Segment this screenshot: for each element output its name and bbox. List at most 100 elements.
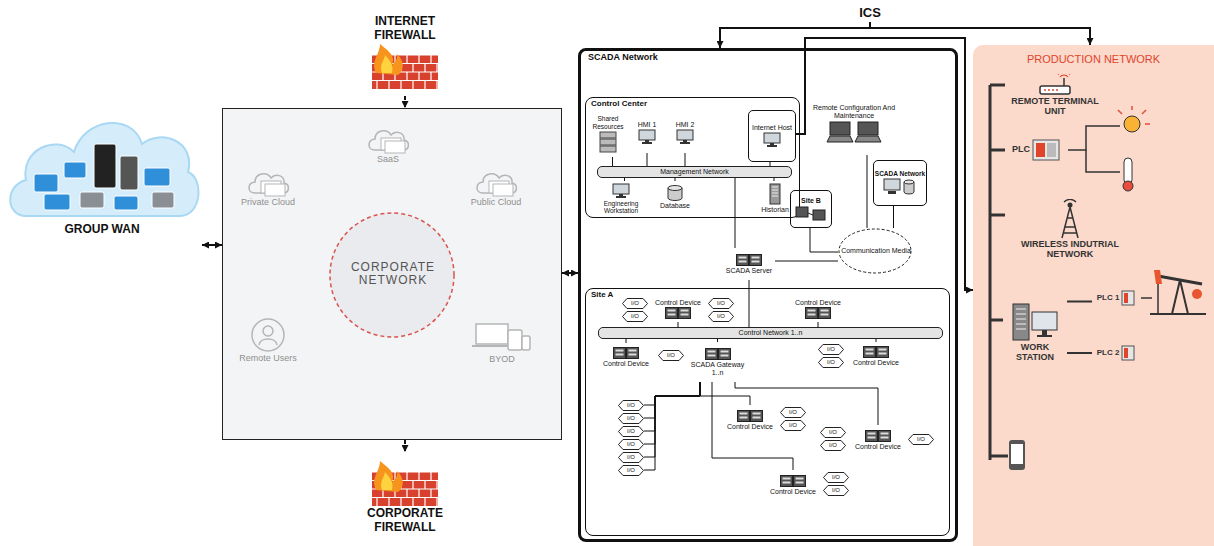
plc-case [1122,291,1134,305]
icon-node: Control Device [650,296,706,322]
bus-branch [990,149,1005,152]
device-stripe [808,314,816,316]
node-label: Private Cloud [241,198,295,208]
node-label: Remote Users [239,354,297,364]
device-stripe [821,314,829,316]
icon-node: Private Cloud [232,158,304,216]
production-bus [989,85,992,460]
mortar-line [388,80,389,89]
plc-module [1124,348,1128,358]
device-module [781,475,793,486]
connector [202,244,222,246]
router-body [1040,86,1070,94]
io-block: I/O [618,400,644,411]
monitor [677,130,693,140]
siteb-icon [795,205,827,221]
router-icon [1038,74,1072,96]
device-module [879,430,891,441]
node-label: I/O [631,300,639,307]
device-stripe [879,352,887,354]
server-unit [600,146,616,152]
connector [876,339,877,342]
icon-node: Site B [790,190,832,228]
icon-node: SCADA Server [723,248,775,280]
device-module [666,308,678,319]
monitor-base [680,142,690,144]
mortar-line [424,80,425,89]
mortar-line [372,497,438,498]
node-label: Control Device [855,443,901,451]
db-top [904,180,914,184]
io-outline [824,473,849,483]
device-module [877,346,889,357]
server-slot [1016,318,1026,319]
monitor-stand [683,140,687,142]
node-label: Control Device [655,299,701,307]
io-outline [909,435,934,445]
connector [404,96,406,108]
network-device [44,194,70,210]
node-label: SCADA Gateway 1..n [690,361,745,376]
mortar-line [424,498,425,507]
icon-node: Remote Users [232,308,304,372]
icon-node: Control Device [765,470,821,500]
connector [626,339,627,343]
node-label: CORPORATE FIREWALL [360,507,450,533]
pumpjack [1150,270,1206,314]
device-module [627,347,639,358]
device-module [794,475,806,486]
dev-icon [665,307,691,319]
icon-node: BYOD [460,312,544,372]
node-label: I/O [789,409,797,416]
device-stripe [720,350,728,352]
laptop-keys [855,136,881,142]
mortar-line [406,55,407,64]
icon-node: Control Device [722,405,778,435]
router-led [1048,89,1050,91]
node-label: Control Device [603,360,649,368]
io-block: I/O [618,413,644,424]
node-label: ICS [859,6,881,20]
device-module [750,254,762,265]
group-heading: Control Center [591,100,647,109]
node-label: I/O [627,467,635,474]
device-stripe [866,352,874,354]
server-unit [600,132,616,138]
icon-node: GROUP WAN [2,88,202,253]
device-module [738,410,750,421]
device-module [705,348,717,359]
io-outline [824,486,849,496]
device-stripe [720,354,728,356]
monitor [764,133,780,143]
icon-node: WIRELESS INDUTRIAL NETWORK [1005,193,1135,265]
laptop-screen [858,122,878,135]
icon-node: INTERNET FIREWALL [355,8,455,96]
io-outline [619,401,644,411]
io-block: I/O [818,357,844,368]
tablet [508,330,522,350]
db-top [668,185,682,190]
monitor-base [642,142,652,144]
io-block: I/O [820,427,846,438]
node-label: BYOD [489,355,515,365]
group-heading: Site A [591,291,613,300]
plc-case [1122,346,1134,360]
dev-icon [737,410,763,422]
connector [867,155,868,228]
mortar-line [424,63,425,72]
io-outline [819,345,844,355]
mortar-line [424,481,425,490]
node-label: I/O [832,487,840,494]
node-label: I/O [789,422,797,429]
node-label: I/O [827,346,835,353]
node-label: I/O [667,352,675,359]
group-box: PRODUCTION NETWORKREMOTE TERMINAL UNITPL… [973,45,1214,546]
device-stripe [629,349,637,351]
monitor-stand [645,140,649,142]
icon-node: CORPORATE FIREWALL [350,452,460,542]
mortar-line [400,498,401,507]
connector [774,178,775,181]
router-antenna [1063,78,1065,86]
node-label: Control Network 1..n [739,329,803,337]
node-label: PLC 2 [1097,349,1120,358]
